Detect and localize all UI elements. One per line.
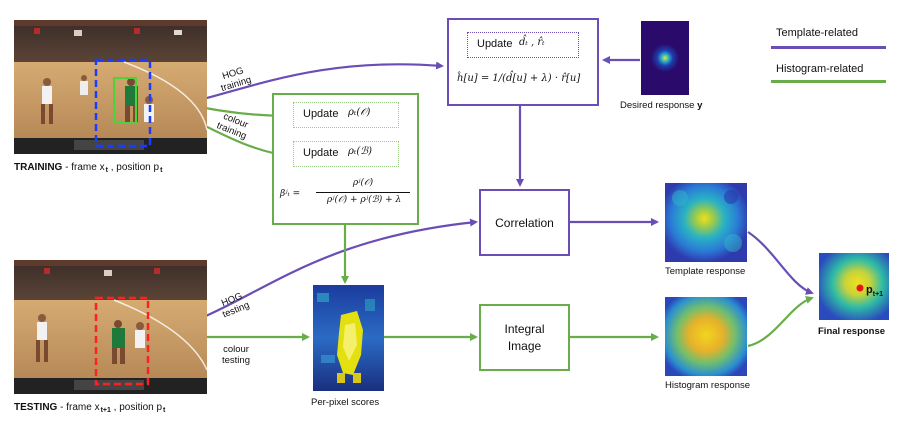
final-response-image xyxy=(819,253,889,320)
training-caption: TRAINING - frame xt , position pt xyxy=(14,162,162,174)
final-point-sub: t+1 xyxy=(872,291,884,298)
update-o-label: Update xyxy=(303,108,339,120)
final-point-label: pt+1 xyxy=(866,284,883,298)
training-caption-p-sub: t xyxy=(160,167,163,174)
desired-response-y: y xyxy=(697,100,703,111)
testing-caption-text: - frame x xyxy=(57,402,100,413)
beta-denominator: ρʲ(𝒪) + ρʲ(ℬ) + λ xyxy=(326,195,402,205)
template-response-label: Template response xyxy=(665,266,746,277)
template-formula: ĥ[u] = 1/(d̂[u] + λ) · r̂[u] xyxy=(457,73,581,84)
per-pixel-scores-image xyxy=(313,285,384,391)
per-pixel-scores-label: Per-pixel scores xyxy=(311,397,380,408)
legend-template-line xyxy=(771,46,886,49)
desired-response-image xyxy=(641,21,689,95)
histogram-response-label: Histogram response xyxy=(665,380,751,391)
correlation-label: Correlation xyxy=(495,216,554,230)
template-response-to-final-arrow xyxy=(747,231,814,295)
template-update-inner xyxy=(467,32,579,58)
update-b-expr: ρₜ(ℬ) xyxy=(348,146,373,157)
histogram-response-image xyxy=(665,297,747,376)
update-b-inner xyxy=(293,141,399,167)
training-caption-prefix: TRAINING xyxy=(14,162,63,173)
integral-image-line1: Integral xyxy=(504,322,545,336)
final-point-p: p xyxy=(866,284,873,296)
integral-image-box: Integral Image xyxy=(479,304,570,371)
histogram-response-to-final-arrow xyxy=(747,296,814,348)
template-update-vars: d̂ₜ , r̂ₜ xyxy=(519,37,545,48)
correlation-box: Correlation xyxy=(479,189,570,256)
desired-response-label: Desired response y xyxy=(620,100,702,111)
update-o-inner xyxy=(293,102,399,128)
desired-response-text: Desired response xyxy=(620,100,695,111)
testing-caption: TESTING - frame xt+1 , position pt xyxy=(14,402,165,414)
histogram-update-box: Update ρₜ(𝒪) Update ρₜ(ℬ) βʲₜ = ρʲ(𝒪) ρʲ… xyxy=(272,93,419,225)
training-caption-text: - frame x xyxy=(62,162,105,173)
colour-testing-label-line2: testing xyxy=(222,355,250,366)
final-response-label: Final response xyxy=(818,326,886,337)
template-update-label: Update xyxy=(477,38,513,50)
final-point-dot xyxy=(856,284,864,292)
legend-template-label: Template-related xyxy=(776,27,858,39)
update-o-expr: ρₜ(𝒪) xyxy=(348,107,371,118)
testing-caption-mid: , position p xyxy=(110,402,163,413)
training-caption-mid: , position p xyxy=(107,162,160,173)
colour-testing-label-line1: colour xyxy=(223,344,249,355)
training-caption-x-sub: t xyxy=(105,167,108,174)
legend-histogram-label: Histogram-related xyxy=(776,63,864,75)
testing-caption-x-sub: t+1 xyxy=(100,407,111,414)
template-response-image xyxy=(665,183,747,262)
template-update-box: Update d̂ₜ , r̂ₜ ĥ[u] = 1/(d̂[u] + λ) · … xyxy=(447,18,599,106)
legend-histogram-line xyxy=(771,80,886,83)
beta-lhs: βʲₜ = xyxy=(280,189,301,199)
update-b-label: Update xyxy=(303,147,339,159)
testing-caption-p-sub: t xyxy=(163,407,166,414)
testing-frame-image xyxy=(14,260,207,394)
integral-image-line2: Image xyxy=(507,339,542,353)
colour-testing-label: colour testing xyxy=(222,344,250,366)
integral-image-label: Integral Image xyxy=(481,321,568,355)
beta-fraction-bar xyxy=(316,192,410,193)
training-frame-image xyxy=(14,20,207,154)
beta-numerator: ρʲ(𝒪) xyxy=(352,178,374,188)
testing-caption-prefix: TESTING xyxy=(14,402,58,413)
